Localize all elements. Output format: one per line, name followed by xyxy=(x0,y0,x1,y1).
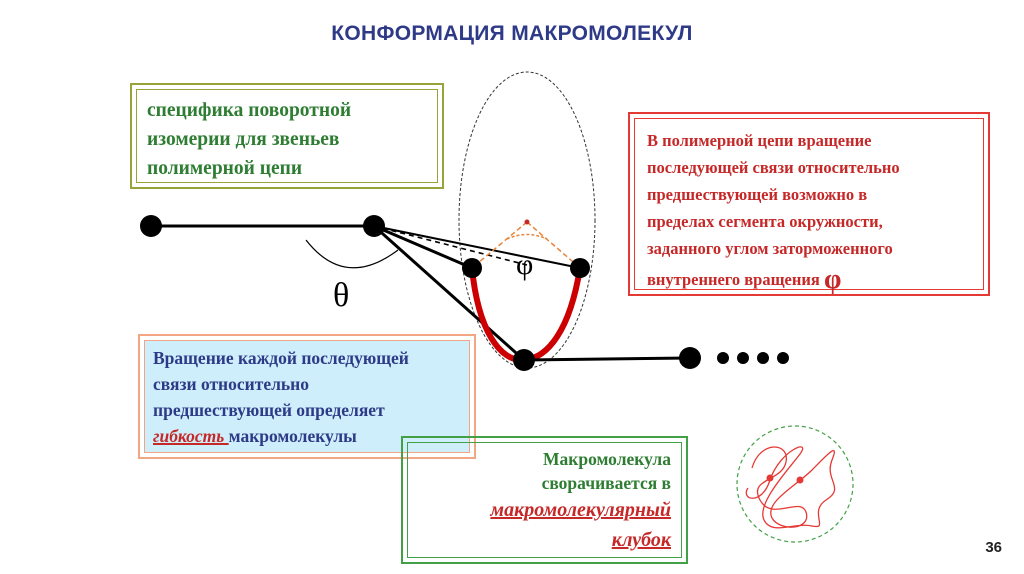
atom-last xyxy=(679,347,701,369)
continuation-dot-3 xyxy=(757,352,769,364)
atom-2 xyxy=(363,215,385,237)
coil-end-1 xyxy=(766,474,774,482)
coil-end-2 xyxy=(796,476,804,484)
specifics-line-1: специфика поворотной xyxy=(147,100,352,121)
flexibility-line-3: предшествующей определяет xyxy=(153,400,385,420)
rotation-line-1: В полимерной цепи вращение xyxy=(647,131,872,150)
coil-boundary xyxy=(736,425,854,543)
flexibility-emphasis: гибкость xyxy=(153,426,229,446)
flexibility-line-1: Вращение каждой последующей xyxy=(153,348,409,368)
continuation-dot-2 xyxy=(737,352,749,364)
flexibility-line-4-row: гибкость макромолекулы xyxy=(153,423,461,449)
phi-angle-right xyxy=(526,221,581,269)
rotation-line-6: внутреннего вращения xyxy=(647,270,820,289)
atom-1 xyxy=(140,215,162,237)
rotation-line-4: пределах сегмента окружности, xyxy=(647,212,883,231)
rotation-line-3: предшествующей возможно в xyxy=(647,185,868,204)
bond-to-left-position xyxy=(373,224,473,270)
page-number: 36 xyxy=(985,539,1002,556)
flexibility-tail: макромолекулы xyxy=(228,426,357,446)
specifics-line-2: изомерии для звеньев xyxy=(147,129,340,150)
coil-line-4: клубок xyxy=(611,529,671,551)
specifics-box: специфика поворотной изомерии для звенье… xyxy=(130,83,444,189)
bond-last xyxy=(523,356,691,362)
rotation-box: В полимерной цепи вращение последующей с… xyxy=(628,112,990,296)
phi-apex xyxy=(524,219,530,225)
coil-chain xyxy=(745,446,836,529)
coil-line-2: сворачивается в xyxy=(541,473,671,493)
phi-label: φ xyxy=(516,248,533,281)
continuation-dot-4 xyxy=(777,352,789,364)
phi-angle-left xyxy=(471,221,528,269)
rotation-line-6-row: внутреннего вращения φ xyxy=(647,264,971,295)
flexibility-line-2: связи относительно xyxy=(153,374,310,394)
coil-line-1: Макромолекула xyxy=(542,449,671,469)
rotation-arc xyxy=(469,267,583,364)
coil-line-3: макромолекулярный xyxy=(490,499,671,521)
slide-title: КОНФОРМАЦИЯ МАКРОМОЛЕКУЛ xyxy=(331,22,693,45)
atom-left-position xyxy=(462,258,482,278)
theta-angle-arc xyxy=(305,239,399,269)
atom-bottom xyxy=(513,349,535,371)
bond-to-bottom xyxy=(373,224,525,362)
specifics-line-3: полимерной цепи xyxy=(147,158,303,179)
theta-label: θ xyxy=(333,277,349,314)
coil-box: Макромолекула сворачивается в макромолек… xyxy=(401,436,688,564)
phi-angle-arc xyxy=(506,233,548,240)
rotation-line-2: последующей связи относительно xyxy=(647,158,900,177)
rotation-line-5: заданного углом заторможенного xyxy=(647,239,893,258)
atom-right-position xyxy=(570,258,590,278)
flexibility-box: Вращение каждой последующей связи относи… xyxy=(138,334,476,459)
bond-to-right-position xyxy=(373,225,581,269)
rotation-phi-symbol: φ xyxy=(823,264,842,295)
continuation-dot-1 xyxy=(717,352,729,364)
